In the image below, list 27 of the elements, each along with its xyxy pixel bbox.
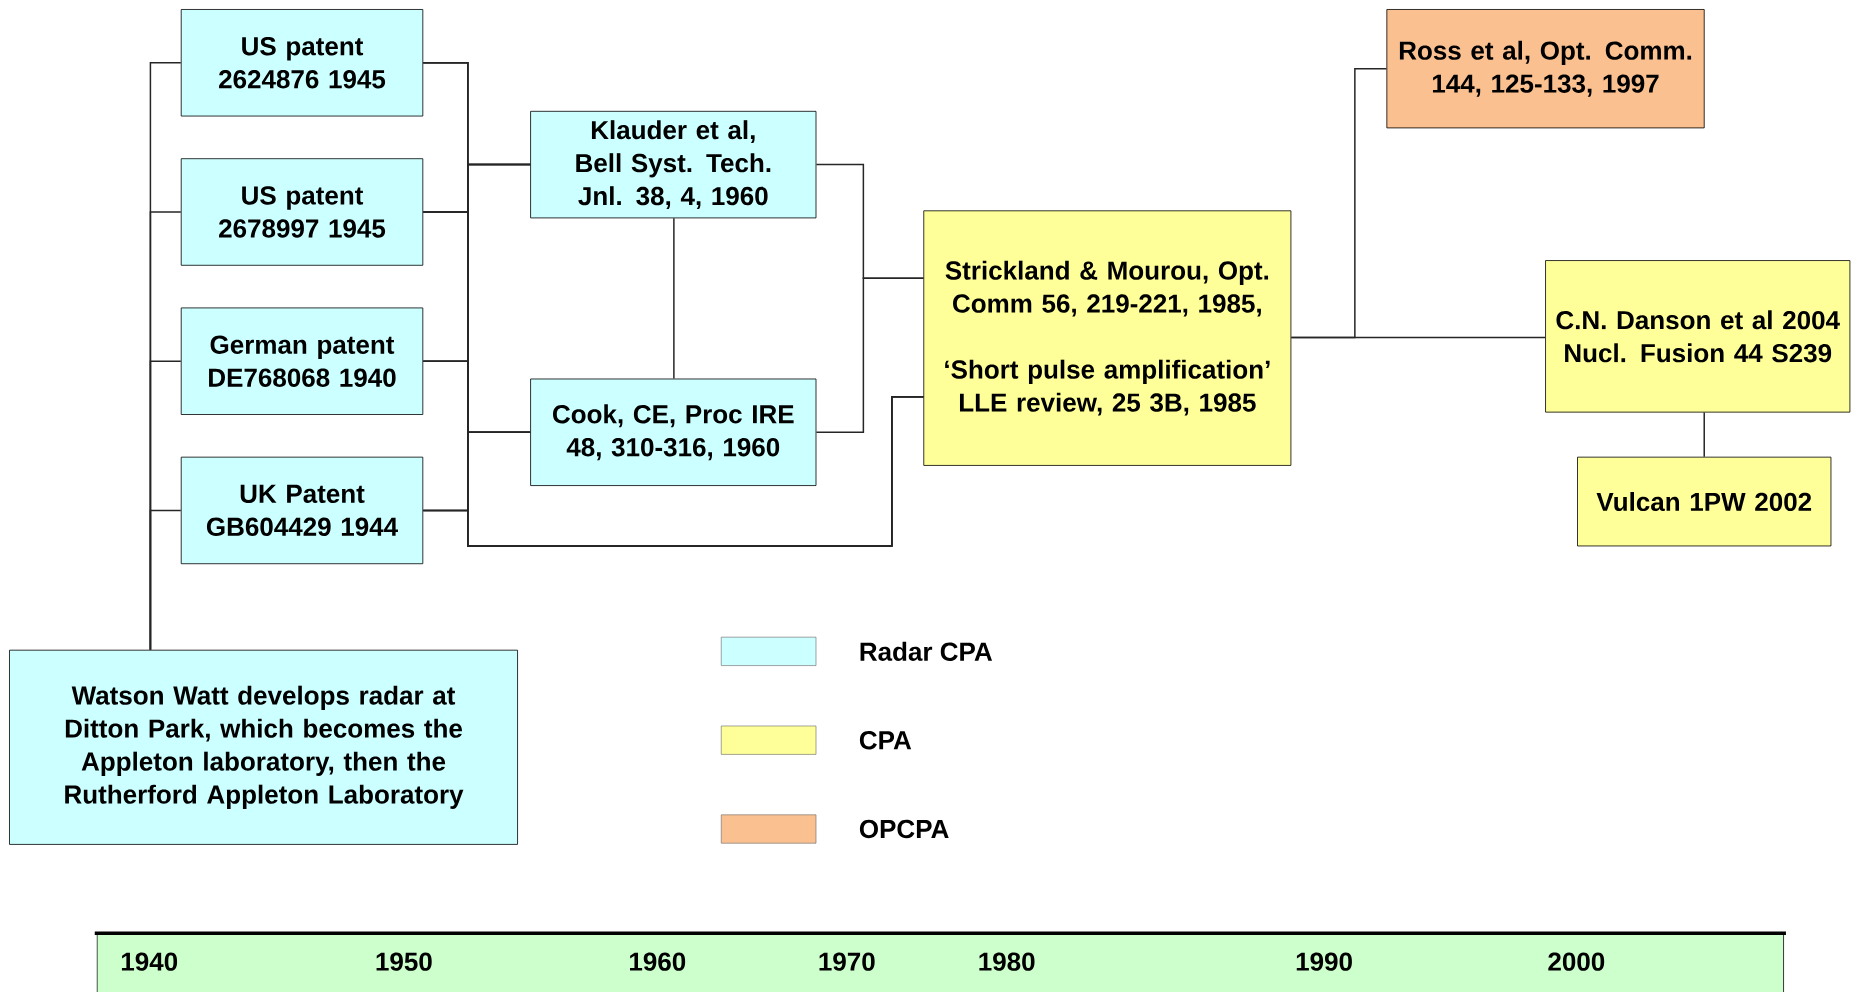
year-label: 1940 [121, 952, 178, 971]
legend-label: CPA [859, 730, 912, 750]
connector-line [673, 217, 675, 380]
publication-box: Strickland & Mourou, Opt. Comm 56, 219-221, 1985, ‘Short pulse amplification’ LLE review, 25 3B, 1985 [923, 210, 1292, 466]
publication-box: Cook, CE, Proc IRE 48, 310-316, 1960 [530, 378, 817, 486]
patent-box: US patent 2678997 1945 [180, 158, 424, 266]
connector-line [1290, 336, 1546, 339]
connector-line [149, 509, 182, 651]
year-label: 2000 [1548, 952, 1605, 971]
publication-box: Ross et al, Opt. Comm. 144, 125-133, 1997 [1386, 8, 1705, 129]
publication-box: Klauder et al, Bell Syst. Tech. Jnl. 38, 4, 1960 [530, 110, 817, 219]
description-box: Watson Watt develops radar at Ditton Park, which becomes the Appleton laboratory, then the Rutherford Appleton Laboratory [9, 649, 518, 845]
year-label: 1950 [376, 952, 432, 971]
patent-box: German patent DE768068 1940 [180, 307, 424, 415]
connector-line [422, 395, 925, 547]
legend-label: OPCPA [859, 819, 949, 838]
publication-box: C.N. Danson et al 2004 Nucl. Fusion 44 S239 [1545, 259, 1851, 413]
year-label: 1980 [979, 952, 1035, 971]
year-label: 1970 [819, 952, 875, 971]
connector-line [815, 277, 925, 433]
year-label: 1960 [630, 952, 686, 971]
year-label: 1990 [1296, 952, 1352, 971]
legend-label: Radar CPA [860, 641, 993, 661]
patent-box: UK Patent GB604429 1944 [180, 456, 424, 564]
connector-line [1703, 411, 1705, 458]
facility-box: Vulcan 1PW 2002 [1577, 456, 1832, 547]
patent-box: US patent 2624876 1945 [180, 8, 424, 117]
